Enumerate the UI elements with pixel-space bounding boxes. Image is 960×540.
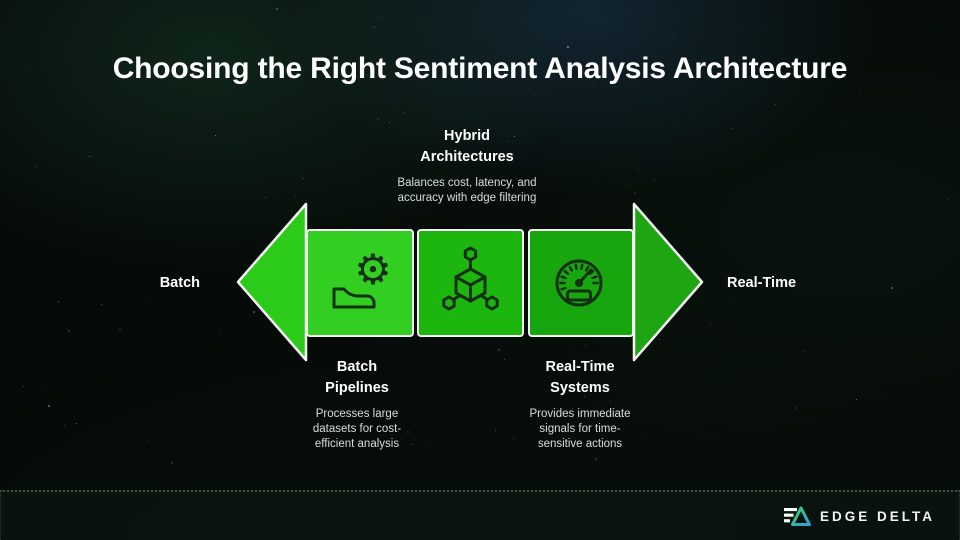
footer: EDGE DELTA (0, 490, 960, 540)
gear-ramp-icon: ⚙ (332, 245, 392, 309)
page-title: Choosing the Right Sentiment Analysis Ar… (112, 52, 848, 85)
stage-batch-title: Batch Pipelines (325, 359, 389, 396)
stage-batch-description: Processes large datasets for cost- effic… (312, 408, 402, 450)
axis-label-real-time: Real-Time (727, 275, 797, 291)
brand-name: EDGE DELTA (819, 508, 935, 524)
left-arrowhead (236, 202, 308, 362)
edge-delta-logo: EDGE DELTA (783, 505, 935, 528)
gear-icon: ⚙ (354, 245, 392, 294)
stage-realtime-title: Real-Time Systems (545, 359, 615, 396)
stage-real-time-systems: Real-Time Systems Provides immediate sig… (490, 357, 670, 452)
stage-hybrid-architectures: Hybrid Architectures Balances cost, late… (357, 126, 577, 206)
architecture-spectrum-arrow: ⚙ (236, 202, 704, 362)
axis-label-batch: Batch (159, 275, 200, 291)
edge-delta-logo-icon (783, 506, 811, 526)
stage-hybrid-description: Balances cost, latency, and accuracy wit… (397, 177, 537, 204)
distributed-cube-icon (442, 246, 499, 311)
stage-realtime-description: Provides immediate signals for time- sen… (529, 408, 631, 450)
right-arrowhead (632, 202, 704, 362)
speedometer-icon (555, 259, 603, 307)
stage-hybrid-title: Hybrid Architectures (420, 128, 514, 165)
stage-square-batch (306, 229, 414, 337)
stage-batch-pipelines: Batch Pipelines Processes large datasets… (267, 357, 447, 452)
stage-square-hybrid (417, 229, 524, 337)
ramp-icon (332, 287, 376, 309)
